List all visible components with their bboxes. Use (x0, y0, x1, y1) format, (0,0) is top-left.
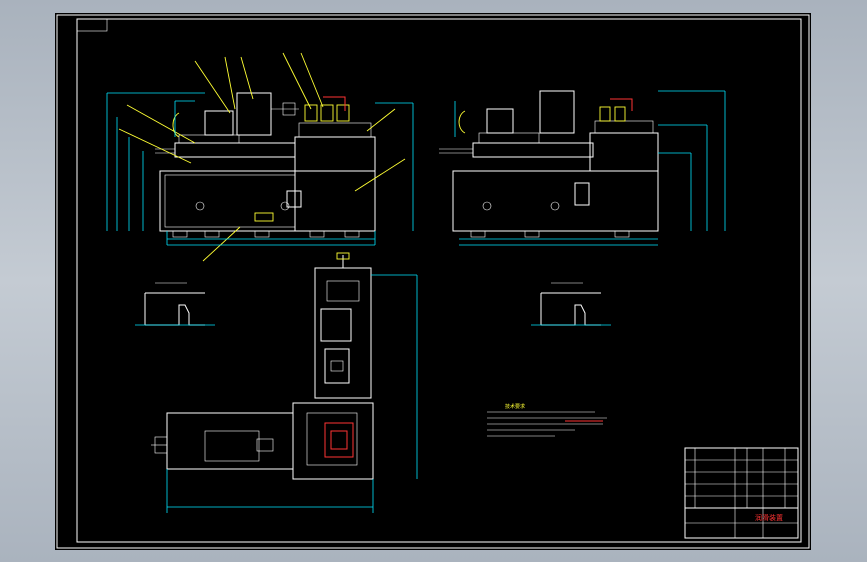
drawing-name: 润滑装置 (755, 513, 783, 522)
front-elevation (106, 52, 414, 262)
side-elevation (439, 90, 726, 246)
drawing-canvas: 技术要求 润滑装置 (56, 14, 810, 549)
notes-heading: 技术要求 (505, 403, 525, 410)
technical-notes: 技术要求 (487, 403, 607, 437)
plan-view (151, 252, 418, 513)
drawing-sheet: 技术要求 润滑装置 (55, 13, 811, 550)
title-block: 润滑装置 (684, 447, 799, 539)
section-detail-left (135, 282, 215, 326)
sheet-border (56, 14, 810, 549)
section-detail-right (531, 282, 611, 326)
